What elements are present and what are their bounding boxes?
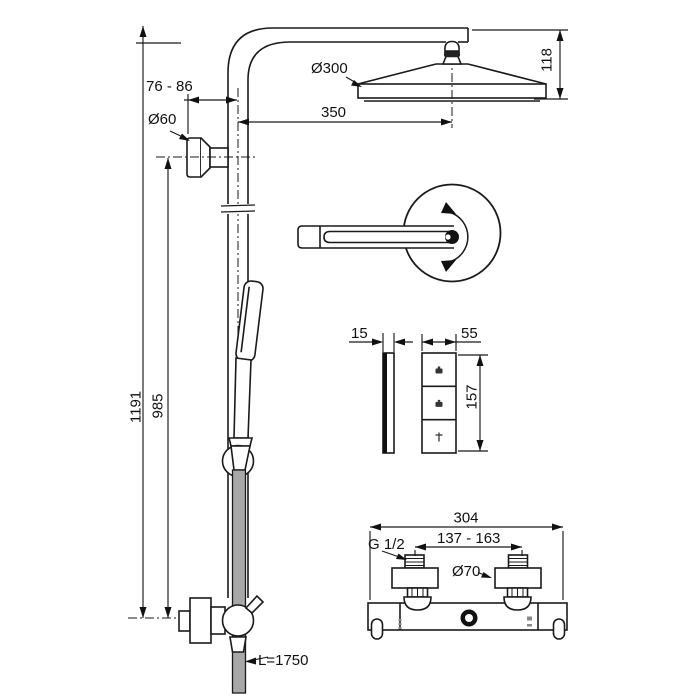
dim-label-arm-reach: 350 (321, 104, 347, 121)
hand-shower-button-icon (435, 432, 443, 442)
dim-label-bracket-height: 985 (149, 393, 167, 419)
dim-label-panel-thickness: 15 (351, 325, 368, 342)
dim-label-panel-width: 55 (461, 325, 478, 342)
overhead-shower-head (357, 56, 547, 128)
diverter-assembly (128, 594, 265, 653)
dim-label-panel-height: 157 (463, 384, 481, 410)
mixer-valve (367, 602, 568, 640)
shower-column (220, 27, 469, 598)
swivel-top-view (297, 183, 502, 283)
dim-label-bracket-diameter: Ø60 (148, 111, 177, 128)
mixer-inlet-right (494, 554, 542, 611)
overhead-shower-button-icon (435, 399, 443, 407)
dim-label-head-diameter: Ø300 (311, 60, 348, 77)
dim-label-wall-distance: 76 - 86 (146, 78, 193, 95)
ball-joint (441, 40, 463, 65)
mixer-inlet-left (391, 554, 439, 611)
shower-hose (231, 469, 247, 694)
wall-bracket (156, 137, 256, 178)
dim-label-mixer-width: 304 (453, 509, 479, 527)
dimension-lines (136, 26, 568, 665)
control-panel-front-view (421, 352, 457, 454)
dim-label-hose-length: L=1750 (258, 652, 309, 669)
overhead-shower-button-icon (435, 366, 443, 374)
hand-shower (221, 280, 264, 478)
dim-label-inlet-spacing: 137 - 163 (437, 530, 501, 547)
swivel-arrow-icon (441, 202, 469, 272)
dim-label-thread-size: G 1/2 (368, 536, 405, 553)
dim-label-column-height: 1191 (127, 390, 145, 424)
control-panel-side-view (382, 352, 395, 454)
dim-label-head-height: 118 (538, 48, 556, 72)
dim-label-escutcheon-diameter: Ø70 (452, 563, 481, 580)
